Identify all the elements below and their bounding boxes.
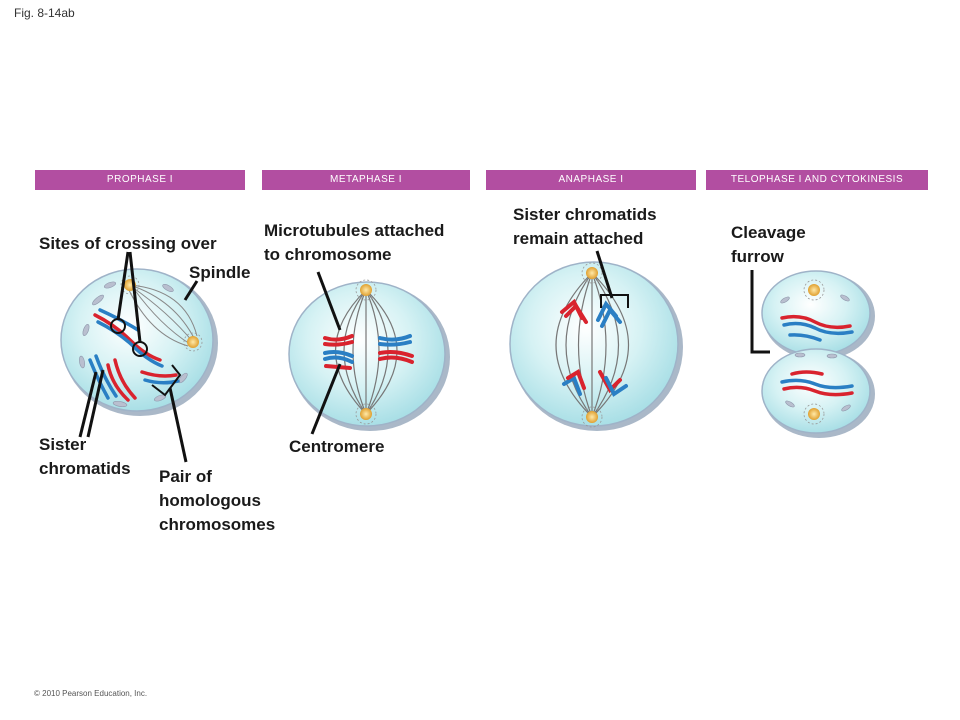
leader-crossing-1 (116, 251, 130, 321)
label-spindle: Spindle (189, 263, 251, 282)
label-centromere: Centromere (289, 437, 385, 456)
anaphase-centrosome-bottom (581, 406, 603, 428)
anaphase-leader-lines (595, 250, 614, 299)
label-homologous-line1: Pair of (159, 467, 212, 486)
leader-sister-chromatids-1 (78, 371, 98, 438)
prophase-centrosome-right (183, 332, 203, 352)
homologous-pair-bracket (151, 364, 182, 397)
leader-crossing-2 (128, 251, 142, 343)
telophase-chromosomes-bottom (780, 370, 854, 397)
label-sister-attached-line1: Sister chromatids (513, 205, 657, 224)
label-sister-attached-line2: remain attached (513, 229, 644, 248)
banner-telophase-1: TELOPHASE I AND CYTOKINESIS (706, 170, 928, 190)
label-cleavage-line2: furrow (731, 247, 784, 266)
label-sites-of-crossing-over: Sites of crossing over (39, 234, 217, 253)
figure-reference: Fig. 8-14ab (14, 6, 75, 20)
telophase-centrosomes (803, 279, 825, 425)
telophase-chromosomes-top (780, 314, 854, 342)
telophase-cells (761, 270, 875, 438)
label-microtubules-line1: Microtubules attached (264, 221, 445, 240)
prophase-chromosomes (88, 308, 180, 402)
banner-metaphase-1: METAPHASE I (262, 170, 470, 190)
label-sister-chromatids-line1: Sister (39, 435, 87, 454)
leader-sister-attached (595, 250, 614, 299)
leader-microtubules (316, 271, 342, 331)
label-homologous-line3: chromosomes (159, 515, 276, 534)
metaphase-leader-lines (310, 271, 342, 435)
metaphase-centrosome-bottom (355, 403, 377, 425)
prophase-cell (60, 268, 218, 416)
anaphase-chromosomes-bottom (562, 369, 628, 397)
copyright-notice: © 2010 Pearson Education, Inc. (34, 689, 148, 698)
leader-centromere (310, 363, 342, 435)
leader-spindle (183, 280, 199, 301)
label-microtubules-line2: to chromosome (264, 245, 392, 264)
leader-cleavage-furrow (750, 270, 770, 354)
anaphase-chromosomes-top (560, 298, 622, 328)
sister-chromatids-bracket (600, 294, 629, 308)
anaphase-cell (509, 261, 683, 431)
label-homologous-line2: homologous (159, 491, 261, 510)
telophase-envelope-fragments (780, 294, 851, 412)
metaphase-centrosome-top (355, 279, 377, 301)
label-sister-chromatids-line2: chromatids (39, 459, 131, 478)
label-cleavage-line1: Cleavage (731, 223, 806, 242)
metaphase-chromosomes-right (378, 334, 414, 364)
leader-sister-chromatids-2 (86, 369, 105, 438)
leader-homologous-pair (168, 387, 188, 463)
anaphase-centrosome-top (581, 262, 603, 284)
banner-anaphase-1: ANAPHASE I (486, 170, 696, 190)
telophase-leader-lines (750, 270, 770, 354)
banner-prophase-1: PROPHASE I (35, 170, 245, 190)
prophase-leader-lines (78, 251, 199, 463)
metaphase-cell (288, 279, 450, 431)
nuclear-envelope-fragments (79, 281, 188, 408)
anaphase-spindle (555, 272, 630, 418)
